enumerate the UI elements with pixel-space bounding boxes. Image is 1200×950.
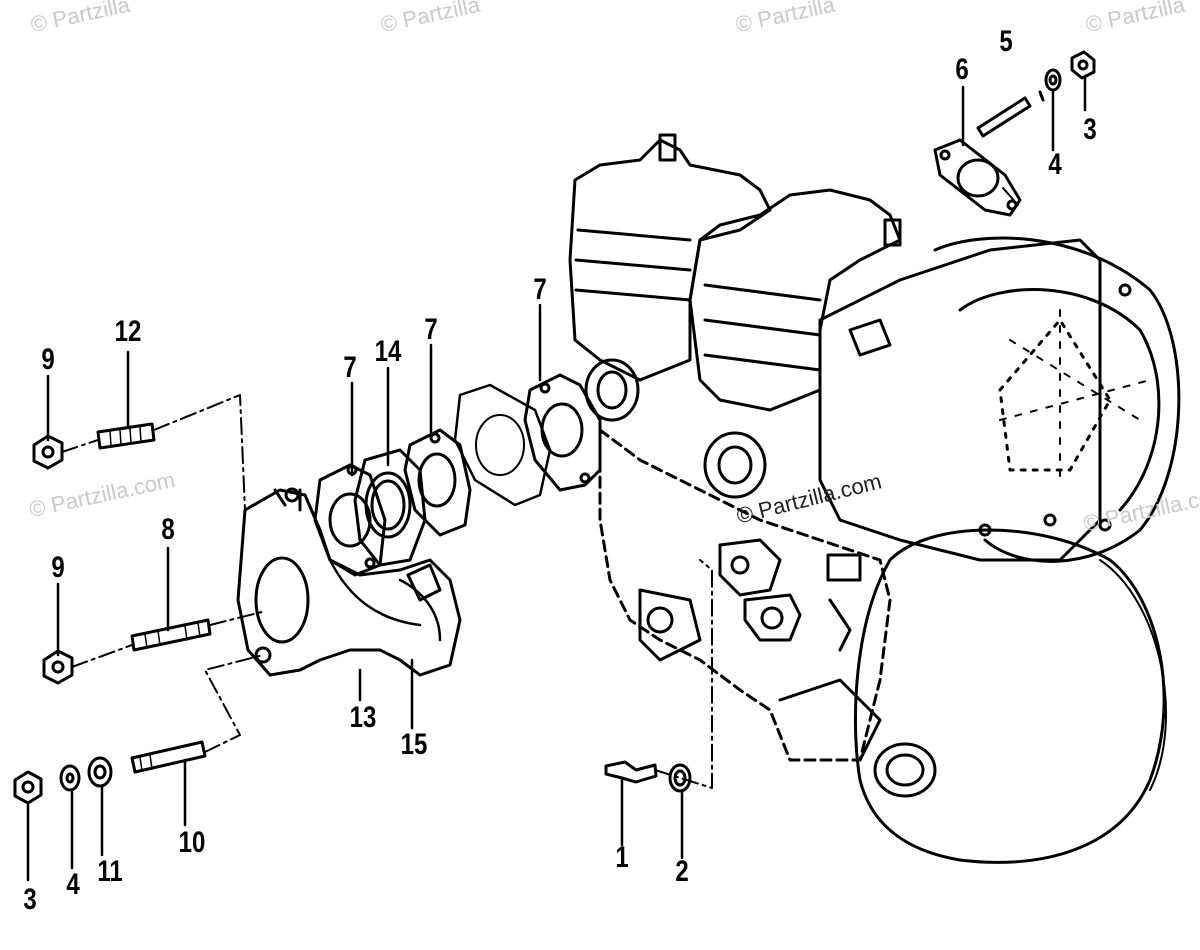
- stud-item-12: [96, 422, 156, 450]
- stud-item-8: [130, 618, 212, 652]
- callout-10: 10: [178, 826, 206, 859]
- callout-12: 12: [114, 315, 142, 348]
- gasket-item-7-block: [523, 373, 602, 492]
- callout-4: 4: [66, 868, 80, 901]
- callout-9: 9: [51, 551, 65, 584]
- callout-5: 5: [999, 25, 1013, 58]
- exhaust-manifold-item-13: [236, 487, 462, 677]
- callout-4: 4: [1048, 148, 1062, 181]
- assembly-lines: [61, 187, 1019, 789]
- gasket-item-6: [933, 138, 1022, 217]
- washer-item-4-top: [1044, 68, 1062, 92]
- callout-11: 11: [97, 855, 123, 888]
- washer-item-11: [87, 756, 113, 788]
- callout-7: 7: [424, 313, 438, 346]
- gasket-item-7-middle: [403, 428, 472, 537]
- callout-6: 6: [955, 53, 969, 86]
- callout-15: 15: [400, 728, 428, 761]
- callout-8: 8: [161, 513, 175, 546]
- washer-item-2: [668, 763, 692, 793]
- callout-9: 9: [41, 343, 55, 376]
- engine-block: [568, 133, 1181, 864]
- callout-7: 7: [343, 351, 357, 384]
- nut-item-3-bottom: [13, 770, 43, 805]
- callout-2: 2: [675, 855, 689, 888]
- callout-3: 3: [23, 883, 37, 916]
- callout-3: 3: [1083, 113, 1097, 146]
- stud-item-5: [976, 90, 1045, 138]
- leader-lines: [26, 76, 1087, 882]
- callout-14: 14: [374, 335, 402, 368]
- plug-item-1: [604, 760, 658, 784]
- callout-7: 7: [533, 273, 547, 306]
- stud-item-10: [130, 740, 207, 774]
- nut-item-3-top: [1070, 50, 1096, 80]
- callout-1: 1: [615, 841, 629, 874]
- washer-item-4-bottom: [59, 764, 81, 792]
- callout-13: 13: [349, 701, 377, 734]
